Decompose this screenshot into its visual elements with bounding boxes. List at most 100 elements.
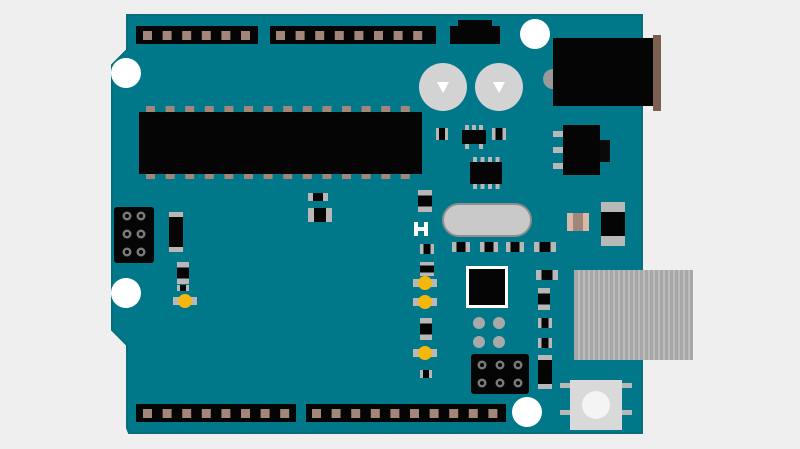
header-pin xyxy=(143,409,152,418)
header-pin xyxy=(241,409,250,418)
header-pin xyxy=(302,106,312,115)
usb-rib xyxy=(588,270,590,360)
icsp-pin-hole xyxy=(516,381,520,385)
usb-rib xyxy=(583,270,585,360)
smd-resistor xyxy=(567,213,589,231)
icsp-pin-hole xyxy=(498,363,502,367)
digital-header-top xyxy=(136,26,258,44)
usb-rib xyxy=(623,270,625,360)
icsp-pin-hole xyxy=(480,381,484,385)
icsp-header-bottom xyxy=(471,354,529,394)
usb-rib xyxy=(683,270,685,360)
smd-resistor xyxy=(308,193,328,201)
header-pin xyxy=(201,409,211,418)
header-pin xyxy=(221,31,231,40)
header-pin xyxy=(283,170,293,179)
header-pin xyxy=(413,31,423,40)
header-pin xyxy=(351,409,361,418)
header-pin xyxy=(473,157,477,162)
usb-rib xyxy=(608,270,610,360)
smd-resistor xyxy=(538,338,552,348)
icsp-header-left xyxy=(114,207,154,263)
header-pin xyxy=(354,31,364,40)
smd-resistor xyxy=(536,270,558,280)
icsp-pin-hole xyxy=(125,214,129,218)
header-pin xyxy=(260,409,270,418)
header-pin xyxy=(162,31,172,40)
mounting-hole xyxy=(111,278,141,308)
usb-rib xyxy=(658,270,660,360)
header-pin xyxy=(480,157,485,162)
smd-chip xyxy=(169,212,183,252)
header-pin xyxy=(393,31,403,40)
electrolytic-capacitor xyxy=(475,63,523,111)
usb-rib xyxy=(618,270,620,360)
header-pin xyxy=(224,170,234,179)
header-pin xyxy=(390,409,400,418)
header-pin xyxy=(495,184,500,189)
smd-chip xyxy=(470,157,502,189)
usb-rib xyxy=(653,270,655,360)
header-pin xyxy=(381,106,391,115)
header-pin xyxy=(400,106,410,115)
icsp-pin-hole xyxy=(125,250,129,254)
usb-rib xyxy=(663,270,665,360)
header-pin xyxy=(146,170,155,179)
electrolytic-capacitor xyxy=(419,63,467,111)
header-pin xyxy=(276,31,285,40)
usb-rib xyxy=(613,270,615,360)
header-pin xyxy=(322,170,332,179)
header-pin xyxy=(204,170,214,179)
usb-rib xyxy=(598,270,600,360)
header-pin xyxy=(410,409,419,418)
icsp-pin-hole xyxy=(480,363,484,367)
header-pin xyxy=(221,409,231,418)
mounting-hole xyxy=(512,397,542,427)
qfn-chip xyxy=(466,266,508,308)
header-pin xyxy=(374,31,383,40)
header-pin xyxy=(280,409,290,418)
smd-resistor xyxy=(492,128,506,140)
smd-resistor xyxy=(420,244,434,254)
smd-resistor xyxy=(308,208,332,222)
header-pin xyxy=(224,106,234,115)
smd-resistor xyxy=(452,242,470,252)
icsp-pin-hole xyxy=(498,381,502,385)
header-pin xyxy=(162,409,172,418)
header-pin xyxy=(201,31,211,40)
test-pad xyxy=(473,317,505,348)
header-pin xyxy=(361,106,371,115)
header-pin xyxy=(342,106,351,115)
header-pin xyxy=(165,106,175,115)
smd-resistor xyxy=(436,128,448,140)
smd-resistor xyxy=(506,242,524,252)
smd-resistor xyxy=(480,242,498,252)
usb-rib xyxy=(643,270,645,360)
smd-resistor xyxy=(420,370,432,378)
voltage-regulator xyxy=(553,125,610,175)
digital-header-top xyxy=(270,26,436,44)
reset-button xyxy=(560,380,632,430)
header-pin xyxy=(263,106,273,115)
usb-rib xyxy=(648,270,650,360)
icsp-pin-hole xyxy=(139,250,143,254)
header-pin xyxy=(241,31,250,40)
header-pin xyxy=(480,184,485,189)
icsp-pin-hole xyxy=(125,232,129,236)
header-pin xyxy=(429,409,439,418)
smd-resistor xyxy=(418,190,432,212)
usb-rib xyxy=(593,270,595,360)
header-pin xyxy=(283,106,293,115)
usb-rib xyxy=(578,270,580,360)
icsp-pin-hole xyxy=(516,363,520,367)
smd-resistor xyxy=(420,262,434,276)
header-pin xyxy=(473,184,477,189)
usb-rib xyxy=(688,270,690,360)
usb-rib xyxy=(603,270,605,360)
smd-resistor xyxy=(414,222,428,236)
header-pin xyxy=(488,184,492,189)
header-pin xyxy=(400,170,410,179)
header-pin xyxy=(468,409,478,418)
header-pin xyxy=(312,409,321,418)
